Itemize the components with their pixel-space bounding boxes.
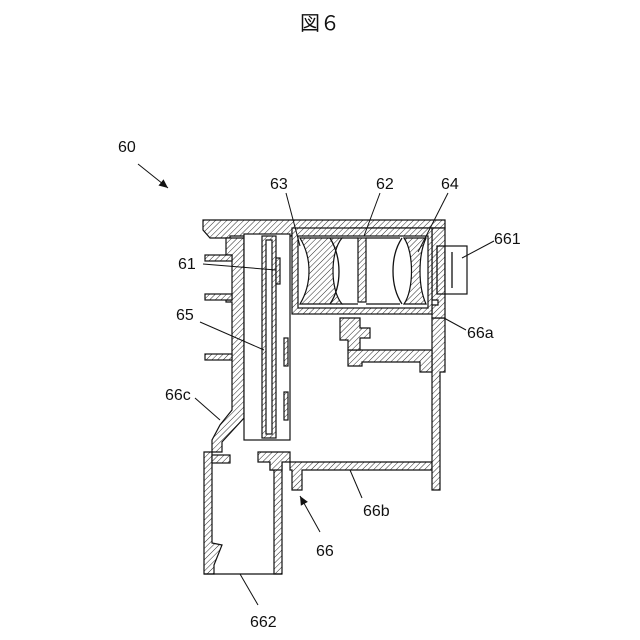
duct-left-wall bbox=[204, 452, 222, 574]
label-66a: 66a bbox=[467, 325, 494, 342]
label-62: 62 bbox=[376, 176, 394, 193]
label-66c: 66c bbox=[165, 387, 191, 404]
tube-body bbox=[445, 246, 467, 294]
label-60: 60 bbox=[118, 139, 136, 156]
inner-partition bbox=[348, 350, 432, 372]
right-upper-wall bbox=[432, 228, 445, 318]
label-63: 63 bbox=[270, 176, 288, 193]
side-pad-1 bbox=[284, 338, 288, 366]
annotations: 60 61 65 66c 63 62 64 661 66a 66b 66 bbox=[118, 139, 521, 631]
right-wall-66a bbox=[432, 318, 445, 490]
inner-strut bbox=[340, 318, 370, 350]
label-662: 662 bbox=[250, 614, 277, 631]
left-outer-wall bbox=[212, 238, 244, 452]
label-661: 661 bbox=[494, 231, 521, 248]
optical-block bbox=[292, 228, 432, 314]
label-61: 61 bbox=[178, 256, 196, 273]
figure-title: 図６ bbox=[300, 11, 340, 35]
element-61 bbox=[276, 258, 280, 284]
t-support bbox=[258, 452, 290, 470]
fin-2 bbox=[205, 294, 232, 300]
notch-tab bbox=[212, 455, 230, 463]
bottom-wall-66b bbox=[290, 462, 432, 490]
label-66: 66 bbox=[316, 543, 334, 560]
arrow-66 bbox=[300, 496, 320, 532]
fin-1 bbox=[205, 255, 232, 261]
board-65 bbox=[244, 234, 290, 440]
label-64: 64 bbox=[441, 176, 459, 193]
label-65: 65 bbox=[176, 307, 194, 324]
duct-right-wall bbox=[270, 462, 282, 574]
arrow-60 bbox=[138, 164, 168, 188]
fin-3 bbox=[205, 354, 232, 360]
prism-62 bbox=[358, 238, 366, 302]
side-pad-2 bbox=[284, 392, 288, 420]
label-66b: 66b bbox=[363, 503, 390, 520]
